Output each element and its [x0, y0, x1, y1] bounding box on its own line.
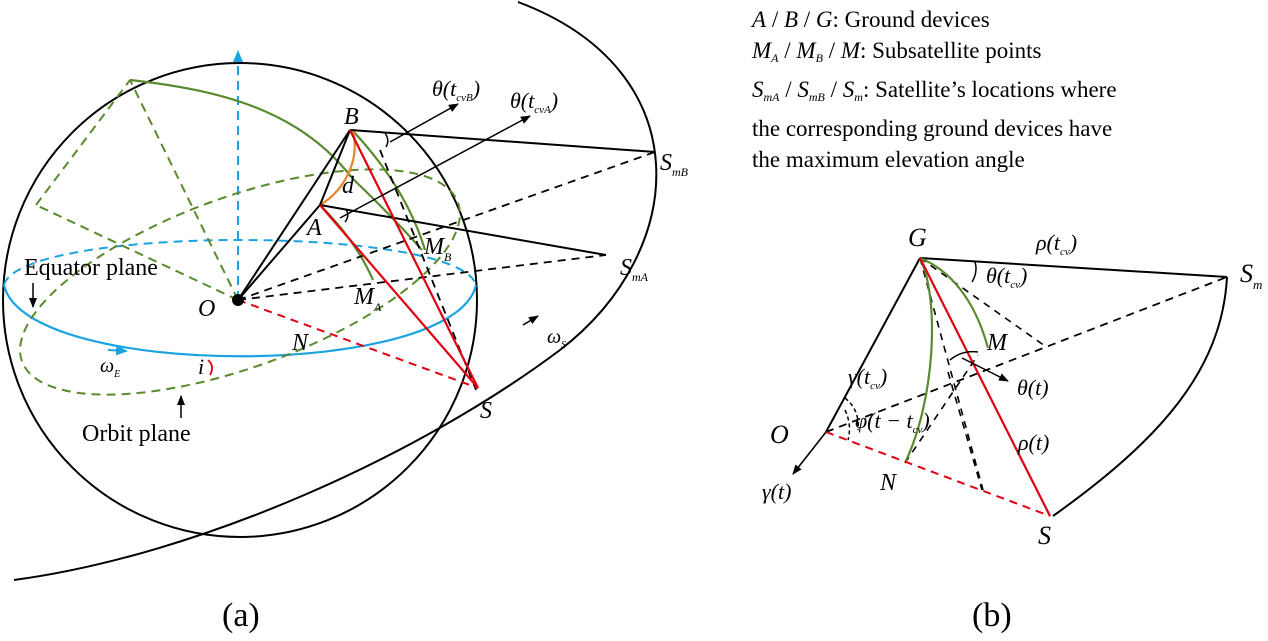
- green-arc-top: [129, 78, 423, 251]
- line-g-sm: [919, 257, 1228, 278]
- figure-b: G M O N S Sm ρ(tcv) θ(tcv) γ(tcv) φ(t − …: [762, 223, 1262, 634]
- label-equator-plane: Equator plane: [24, 255, 158, 281]
- figure-a: B A O S N d i SmB SmA MA MB θ(tcvB) θ(tc…: [2, 1, 689, 634]
- caption-b: (b): [972, 597, 1012, 634]
- earth-sphere: [2, 62, 478, 538]
- label-gamma-tcv: γ(tcv): [848, 364, 887, 392]
- origin-dot-a: [232, 294, 244, 306]
- omega-e-arrow: [107, 345, 128, 356]
- angle-arc-a: [344, 208, 349, 223]
- theta-t-arrow: [961, 357, 1009, 382]
- legend: A / B / G: Ground devices MA / MB / M: S…: [752, 4, 1262, 175]
- legend-line-3: SmA / SmB / Sm: Satellite’s locations wh…: [752, 77, 1117, 104]
- caption-a: (a): [222, 597, 260, 634]
- label-d: d: [342, 173, 355, 199]
- label-m: M: [986, 330, 1009, 356]
- label-smb: SmB: [660, 150, 689, 179]
- red-b-s: [349, 129, 479, 389]
- orbit-plane-ellipse: [19, 168, 461, 396]
- label-theta-t: θ(t): [1017, 375, 1049, 400]
- line-b-smb: [349, 129, 656, 153]
- line-o-g: [825, 257, 921, 433]
- theta-t-arc: [949, 350, 979, 361]
- label-a: A: [305, 215, 322, 241]
- orbit-arc-b: [1052, 276, 1228, 517]
- label-mb: MB: [423, 234, 452, 264]
- orbit-arc-a: [13, 1, 658, 581]
- legend-line-4: the corresponding ground devices have: [752, 116, 1113, 141]
- label-gamma-t: γ(t): [762, 479, 791, 504]
- label-theta-tcv: θ(tcv): [986, 263, 1027, 291]
- dash-cross-2: [947, 371, 983, 491]
- label-phi: φ(t − tcv): [855, 408, 930, 436]
- legend-line-1: A / B / G: Ground devices: [752, 7, 990, 32]
- label-theta-a: θ(tcvA): [510, 88, 558, 116]
- label-s-a: S: [480, 398, 492, 424]
- label-o-b: O: [770, 420, 789, 449]
- green-dash-top: [35, 79, 131, 206]
- line-o-b: [237, 129, 351, 301]
- label-n-b: N: [879, 470, 898, 496]
- label-i: i: [198, 354, 204, 379]
- label-n-a: N: [291, 330, 310, 356]
- omega-s-arrow: [522, 315, 539, 326]
- label-o-a: O: [198, 296, 215, 322]
- label-rho-t: ρ(t): [1017, 430, 1049, 455]
- red-dash-o-s-b: [825, 431, 1051, 517]
- green-arc-g-m: [919, 256, 990, 349]
- red-a-s: [319, 204, 479, 389]
- phi-arc: [844, 409, 851, 441]
- gamma-arc: [844, 397, 859, 431]
- label-sm: Sm: [1240, 259, 1262, 292]
- equator-back: [3, 239, 477, 286]
- label-orbit-plane: Orbit plane: [82, 421, 191, 447]
- label-theta-b: θ(tcvB): [432, 76, 480, 104]
- label-sma: SmA: [620, 255, 649, 284]
- label-rho-tcv: ρ(tcv): [1035, 230, 1077, 258]
- label-s-b: S: [1038, 521, 1051, 550]
- red-g-s: [919, 257, 1051, 517]
- theta-tcv-arc: [971, 261, 977, 283]
- legend-line-5: the maximum elevation angle: [752, 147, 1025, 172]
- red-dash-o-s: [237, 299, 479, 389]
- theta-b-arrow: [389, 103, 459, 143]
- label-ma: MA: [353, 284, 382, 314]
- line-o-a: [237, 204, 321, 301]
- angle-arc-b: [384, 132, 389, 148]
- label-omega-s: ωS: [547, 326, 566, 351]
- green-arc-g-n: [904, 257, 934, 464]
- label-g: G: [908, 223, 927, 252]
- line-a-sma: [319, 204, 607, 256]
- inclination-arc: [207, 359, 213, 376]
- line-o-smb-dash: [825, 276, 1228, 433]
- label-b: B: [344, 104, 359, 130]
- legend-line-2: MA / MB / M: Subsatellite points: [752, 38, 1042, 65]
- line-a-b: [319, 129, 351, 206]
- dash-n-cross: [904, 354, 979, 464]
- green-dash-o-2: [35, 204, 239, 301]
- dash-o-smb: [237, 151, 656, 301]
- green-dash-o-1: [129, 79, 239, 301]
- line-o-gamma: [792, 431, 827, 475]
- label-omega-e: ωE: [100, 355, 120, 380]
- theta-a-arrow: [339, 115, 531, 219]
